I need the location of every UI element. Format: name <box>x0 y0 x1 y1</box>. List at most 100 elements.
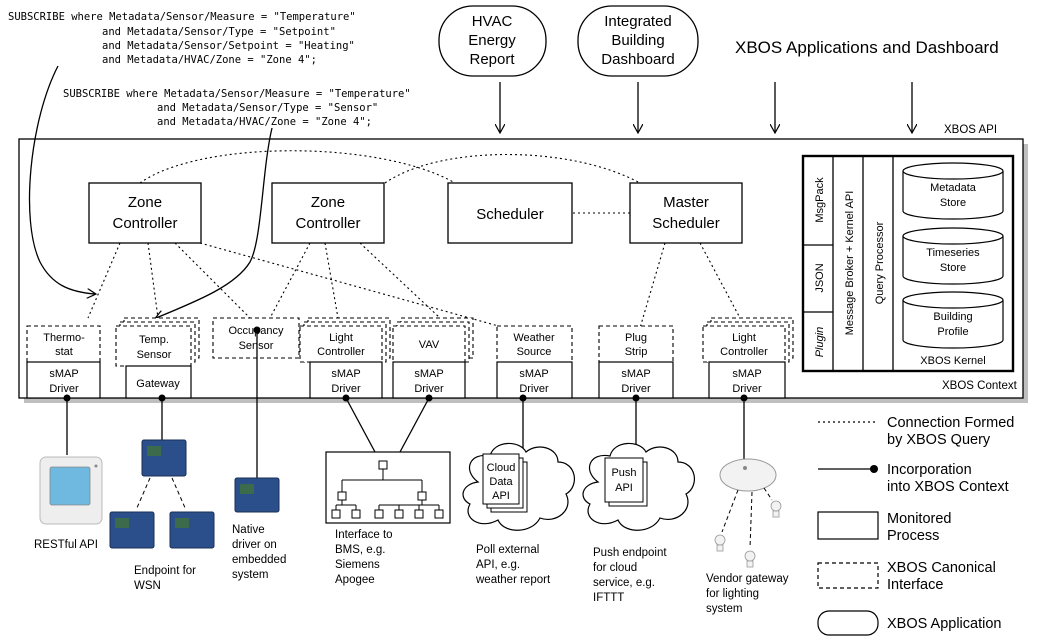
vendor-label-3: system <box>706 603 742 615</box>
master-scheduler-label-1: Master <box>663 194 709 211</box>
temp-sensor-label-2: Sensor <box>137 349 172 361</box>
legend-monitored-2: Process <box>887 528 939 544</box>
vav-label: VAV <box>419 339 440 351</box>
kernel-json: JSON <box>814 263 826 292</box>
smap-driver-5-label-2: Driver <box>621 383 651 395</box>
vendor-label-2: for lighting <box>706 588 759 600</box>
kernel-plugin: Plugin <box>814 327 826 358</box>
smap-driver-3-label-1: sMAP <box>414 368 443 380</box>
smap-driver-4-label-1: sMAP <box>519 368 548 380</box>
metadata-store: Metadata Store <box>902 162 1004 220</box>
apps-heading: XBOS Applications and Dashboard <box>735 38 999 57</box>
legend-monitored-1: Monitored <box>887 511 951 527</box>
metadata-store-label-1: Metadata <box>930 182 977 194</box>
incorporation-lines <box>66 330 745 478</box>
legend: Connection Formed by XBOS Query Incorpor… <box>817 415 1014 636</box>
push-label-1: Push <box>611 467 636 479</box>
native-label-3: embedded <box>232 554 286 566</box>
thermostat-label-2: stat <box>55 346 73 358</box>
query-1-arrow <box>28 65 95 294</box>
query-subscribe-sensor: SUBSCRIBE where Metadata/Sensor/Measure … <box>63 88 411 128</box>
canonical-interface-front <box>26 317 786 367</box>
smap-driver-2-label-1: sMAP <box>331 368 360 380</box>
endpoint-wsn-label-2: WSN <box>134 580 161 592</box>
dashboard-label-2: Building <box>611 32 664 49</box>
hvac-label-2: Energy <box>468 32 516 49</box>
legend-application: XBOS Application <box>887 616 1001 632</box>
hvac-label-3: Report <box>469 51 515 68</box>
master-scheduler <box>629 182 743 244</box>
smap-driver-1-label-2: Driver <box>49 383 79 395</box>
poll-label-1: Poll external <box>476 544 539 556</box>
query-subscribe-setpoint: SUBSCRIBE where Metadata/Sensor/Measure … <box>8 11 356 66</box>
scheduler-label: Scheduler <box>476 206 544 223</box>
push-desc-4: IFTTT <box>593 592 624 604</box>
light-controller-1-label-1: Light <box>329 332 353 344</box>
zone-controller-1-label-1: Zone <box>128 194 162 211</box>
legend-connection-2: by XBOS Query <box>887 432 991 448</box>
push-desc-3: service, e.g. <box>593 577 655 589</box>
endpoint-wsn-label-1: Endpoint for <box>134 565 196 577</box>
timeseries-store-label-2: Store <box>940 262 966 274</box>
zone-controller-2-label-2: Controller <box>295 215 360 232</box>
building-profile-label-1: Building <box>933 311 972 323</box>
smap-driver-1-label-1: sMAP <box>49 368 78 380</box>
query-1-line-4: and Metadata/HVAC/Zone = "Zone 4"; <box>102 54 317 66</box>
legend-monitored-box <box>817 511 879 540</box>
building-profile: Building Profile <box>902 291 1004 349</box>
bms-label-3: Siemens <box>335 559 380 571</box>
query-2-line-2: and Metadata/Sensor/Type = "Sensor" <box>157 102 378 114</box>
light-controller-2-label-2: Controller <box>720 346 768 358</box>
temp-sensor-label-1: Temp. <box>139 334 169 346</box>
push-desc-2: for cloud <box>593 562 637 574</box>
legend-canonical-2: Interface <box>887 577 943 593</box>
timeseries-store: Timeseries Store <box>902 227 1004 285</box>
building-profile-label-2: Profile <box>937 326 968 338</box>
legend-incorporation-1: Incorporation <box>887 462 972 478</box>
push-api-cloud <box>582 442 695 531</box>
zone-controller-1-label-2: Controller <box>112 215 177 232</box>
query-2-line-1: SUBSCRIBE where Metadata/Sensor/Measure … <box>63 88 411 100</box>
native-label-1: Native <box>232 524 265 536</box>
cloud-data-api <box>462 442 575 531</box>
dashboard-label-3: Dashboard <box>601 51 674 68</box>
zone-controller-2 <box>271 182 385 244</box>
weather-source-label-2: Source <box>517 346 552 358</box>
xbos-context-label: XBOS Context <box>942 380 1018 392</box>
push-label-2: API <box>615 482 633 494</box>
kernel-query-processor: Query Processor <box>874 221 886 304</box>
legend-dot <box>870 465 878 473</box>
kernel-msgpack: MsgPack <box>814 177 826 223</box>
integrated-dashboard-app <box>577 5 699 77</box>
smap-driver-3-label-2: Driver <box>414 383 444 395</box>
legend-application-box <box>817 610 879 636</box>
xbos-kernel-label: XBOS Kernel <box>920 355 985 367</box>
legend-canonical-1: XBOS Canonical <box>887 560 996 576</box>
master-scheduler-label-2: Scheduler <box>652 215 720 232</box>
scheduler-box <box>447 182 573 244</box>
query-1-line-2: and Metadata/Sensor/Type = "Setpoint" <box>102 26 336 38</box>
smap-driver-4-label-2: Driver <box>519 383 549 395</box>
thermostat-label-1: Thermo- <box>43 332 85 344</box>
bms-label-4: Apogee <box>335 574 375 586</box>
zone-controller-1 <box>88 182 202 244</box>
legend-incorporation-2: into XBOS Context <box>887 479 1009 495</box>
light-controller-1-label-2: Controller <box>317 346 365 358</box>
smap-driver-5-label-1: sMAP <box>621 368 650 380</box>
incorporation-dots <box>63 326 748 402</box>
weather-source-label-1: Weather <box>513 332 555 344</box>
smap-driver-6-label-1: sMAP <box>732 368 761 380</box>
push-desc-1: Push endpoint <box>593 547 667 559</box>
wsn-boards-image <box>109 439 215 549</box>
plug-strip-label-1: Plug <box>625 332 647 344</box>
query-1-line-1: SUBSCRIBE where Metadata/Sensor/Measure … <box>8 11 356 23</box>
vendor-label-1: Vendor gateway <box>706 573 789 585</box>
thermostat-device-image <box>39 456 103 525</box>
query-connections <box>87 150 741 333</box>
occupancy-label-2: Sensor <box>239 340 274 352</box>
bms-label-1: Interface to <box>335 529 393 541</box>
metadata-store-label-2: Store <box>940 197 966 209</box>
smap-driver-2-label-2: Driver <box>331 383 361 395</box>
hvac-label-1: HVAC <box>472 13 513 30</box>
